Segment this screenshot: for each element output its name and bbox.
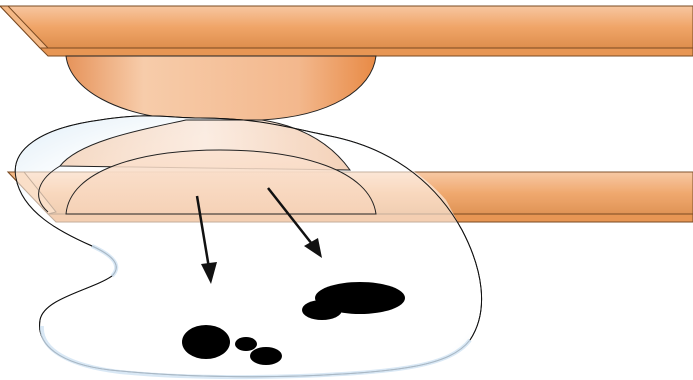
- top-lens: [66, 56, 376, 120]
- top-plate: [0, 6, 693, 56]
